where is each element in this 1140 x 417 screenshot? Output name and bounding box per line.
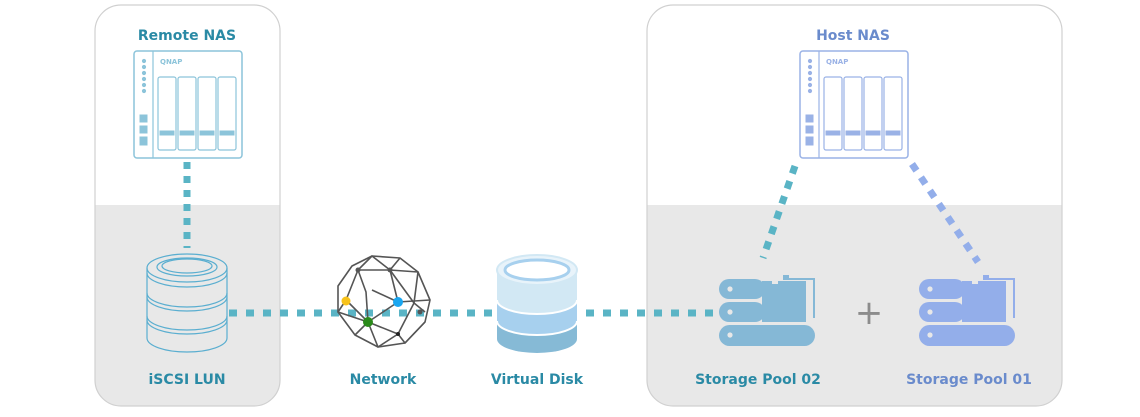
storage-pool-02-icon — [719, 275, 815, 346]
nas-brand: QNAP — [160, 58, 182, 66]
node-green — [363, 317, 373, 327]
storage-pool-01-icon — [919, 275, 1015, 346]
iscsi-lun-label: iSCSI LUN — [148, 372, 225, 388]
storage-pool-01-label: Storage Pool 01 — [906, 372, 1032, 388]
host-nas-title: Host NAS — [816, 28, 890, 44]
plus-sign: + — [855, 293, 884, 333]
pool02-link — [759, 164, 799, 260]
network-label: Network — [350, 372, 417, 388]
host-nas-icon: QNAP — [799, 50, 909, 159]
remote-nas-title: Remote NAS — [138, 28, 236, 44]
network-globe-icon — [337, 255, 431, 348]
remote-nas-icon: QNAP — [133, 50, 243, 159]
virtual-disk-icon — [496, 254, 578, 353]
pool01-link — [909, 162, 981, 264]
virtual-disk-label: Virtual Disk — [491, 372, 584, 388]
node-blue — [393, 297, 403, 307]
storage-pool-02-label: Storage Pool 02 — [695, 372, 821, 388]
nas-brand: QNAP — [826, 58, 848, 66]
node-yellow — [341, 296, 351, 306]
iscsi-lun-icon — [146, 253, 228, 353]
connection-lines — [183, 162, 981, 317]
